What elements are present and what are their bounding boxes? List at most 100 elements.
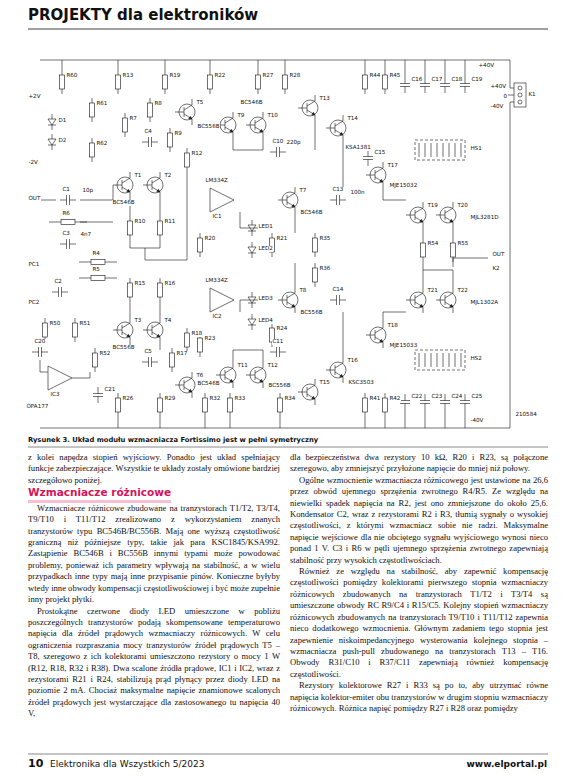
wire <box>278 200 287 201</box>
wire <box>160 192 161 198</box>
wire <box>461 143 462 157</box>
emitter-arrow <box>420 304 423 307</box>
part-label: C22 <box>411 394 423 400</box>
resistor-symbol <box>198 338 203 352</box>
wire <box>170 147 171 152</box>
page-number: 10 <box>28 757 43 770</box>
wire <box>52 292 59 293</box>
resistor-symbol <box>91 260 105 265</box>
wire <box>152 178 160 183</box>
part-label: BC546B <box>300 210 323 216</box>
led-symbol <box>248 225 256 231</box>
wire <box>465 87 466 94</box>
wire <box>405 77 406 84</box>
part-label: R19 <box>169 73 181 79</box>
wire <box>425 394 426 401</box>
wire <box>160 337 161 343</box>
part-label: R33 <box>234 396 246 402</box>
emitter-arrow <box>380 179 383 182</box>
part-label: LM334Z <box>205 278 228 284</box>
part-label: R50 <box>49 321 61 327</box>
wire <box>465 404 466 411</box>
wire <box>152 323 160 328</box>
part-label: KSA1381 <box>345 145 371 151</box>
wire <box>423 238 424 243</box>
wire <box>150 98 151 103</box>
wire <box>252 303 253 308</box>
wire <box>130 192 131 198</box>
wire <box>343 357 344 363</box>
wire <box>436 215 445 216</box>
emitter-arrow <box>189 116 192 119</box>
wire <box>405 60 406 77</box>
part-label: T12 <box>267 363 278 369</box>
wire <box>280 417 281 428</box>
wire <box>60 244 67 245</box>
wire <box>385 417 386 428</box>
wire <box>255 127 263 132</box>
resistor-symbol <box>90 103 95 117</box>
wire <box>79 278 91 279</box>
wire <box>200 352 201 357</box>
wire <box>118 393 119 398</box>
part-label: R10 <box>134 219 146 225</box>
part-label: R18 <box>191 331 203 337</box>
part-label: R20 <box>204 236 216 242</box>
emitter-arrow <box>157 189 160 192</box>
ic-symbol <box>48 366 72 390</box>
emitter-arrow <box>260 379 263 382</box>
wire <box>295 207 296 213</box>
wire <box>252 220 253 225</box>
resistor-symbol <box>363 398 368 412</box>
wire <box>453 202 454 208</box>
part-label: R52 <box>99 351 111 357</box>
part-label: R60 <box>66 73 78 79</box>
wire <box>455 143 456 157</box>
resistor-symbol <box>158 221 163 235</box>
wire <box>165 60 166 70</box>
part-label: R11 <box>164 219 176 225</box>
wire <box>445 410 446 428</box>
part-label: R9 <box>174 131 182 137</box>
part-label: +40V <box>490 84 506 90</box>
section-heading: Wzmacniacze różnicowe <box>28 486 171 503</box>
part-label: R27 <box>262 73 274 79</box>
resistor-symbol <box>198 238 203 252</box>
resistor-symbol <box>185 333 190 347</box>
wire <box>455 353 456 367</box>
wire <box>225 127 233 132</box>
wire <box>95 367 96 372</box>
wire <box>62 89 63 94</box>
part-label: T9 <box>237 113 245 119</box>
part-label: T2 <box>164 173 172 179</box>
resistor-symbol <box>123 118 128 132</box>
frame-lines <box>28 29 548 754</box>
wire <box>449 143 450 157</box>
wire <box>92 157 93 162</box>
emitter-arrow <box>420 219 423 222</box>
part-label: C15 <box>374 150 386 156</box>
part-label: C21 <box>104 387 116 393</box>
wire <box>52 145 53 150</box>
wire <box>263 382 264 388</box>
wire <box>152 187 160 192</box>
part-label: C2 <box>54 279 62 285</box>
part-label: T15 <box>319 380 330 386</box>
wire <box>252 325 253 330</box>
part-label: BC546B <box>112 200 135 206</box>
paragraph: Wzmacniacze różnicowe zbudowane na tranz… <box>28 503 280 606</box>
resistor-symbol <box>158 398 163 412</box>
wire <box>326 128 335 129</box>
wire <box>255 377 263 382</box>
part-label: R32 <box>209 396 221 402</box>
part-label: K1 <box>528 92 536 98</box>
wire <box>365 393 366 398</box>
wire <box>453 287 454 293</box>
wire <box>205 412 206 417</box>
wire <box>192 119 193 125</box>
wire <box>60 200 67 201</box>
part-label: R42 <box>389 396 401 402</box>
wire <box>330 300 337 301</box>
wire <box>62 292 69 293</box>
wire <box>172 348 173 353</box>
